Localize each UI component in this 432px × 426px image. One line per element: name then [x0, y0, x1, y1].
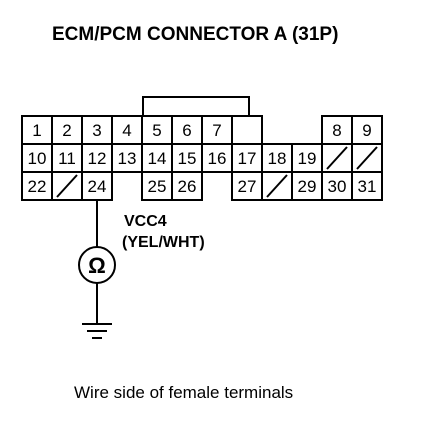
wire-color-label: (YEL/WHT)	[122, 234, 205, 251]
terminal-label: 14	[148, 149, 167, 168]
terminal-label: 4	[122, 121, 131, 140]
terminal-label: 5	[152, 121, 161, 140]
unused-terminal-slash	[326, 146, 348, 170]
terminal-cell	[351, 171, 383, 201]
terminal-cell	[231, 143, 263, 173]
terminal-label: 24	[88, 177, 107, 196]
terminal-label: 2	[62, 121, 71, 140]
terminal-label: 30	[328, 177, 347, 196]
terminal-label: 1	[32, 121, 41, 140]
unused-terminal-slashes-row-2	[326, 146, 378, 170]
ohm-symbol: Ω	[88, 253, 106, 278]
terminal-label: 10	[28, 149, 47, 168]
terminal-label: 29	[298, 177, 317, 196]
connector-lock-tab	[142, 96, 250, 116]
terminal-label: 7	[212, 121, 221, 140]
unused-terminal-slashes-row-3	[56, 174, 288, 198]
diagram-title: ECM/PCM CONNECTOR A (31P)	[52, 24, 338, 45]
terminal-cell	[171, 171, 203, 201]
terminal-label: 15	[178, 149, 197, 168]
terminal-label: 31	[358, 177, 377, 196]
unused-terminal-slash	[266, 174, 288, 198]
terminal-cell	[321, 171, 353, 201]
wire-signal-label: VCC4	[124, 213, 167, 230]
terminal-row-1	[21, 115, 383, 145]
terminal-label: 22	[28, 177, 47, 196]
terminal-label: 25	[148, 177, 167, 196]
terminal-cell	[321, 115, 353, 145]
terminal-row-2	[21, 143, 383, 173]
terminal-label: 19	[298, 149, 317, 168]
diagram-caption: Wire side of female terminals	[74, 383, 293, 402]
terminal-label: 27	[238, 177, 257, 196]
terminal-label: 13	[118, 149, 137, 168]
terminal-label: 6	[182, 121, 191, 140]
terminal-cell	[231, 115, 263, 145]
terminal-cell	[201, 143, 233, 173]
terminal-label: 12	[88, 149, 107, 168]
terminal-label: 26	[178, 177, 197, 196]
terminal-label: 16	[208, 149, 227, 168]
terminal-cell	[291, 143, 323, 173]
terminal-cell	[231, 171, 263, 201]
unused-terminal-slash	[56, 174, 78, 198]
terminal-label: 9	[362, 121, 371, 140]
terminal-label: 18	[268, 149, 287, 168]
terminal-row-3	[21, 171, 383, 201]
terminal-cell	[21, 171, 53, 201]
ground-icon	[82, 323, 112, 339]
terminal-label: 8	[332, 121, 341, 140]
terminal-label: 3	[92, 121, 101, 140]
terminal-label: 11	[58, 149, 76, 168]
terminal-label: 17	[238, 149, 257, 168]
terminal-cell	[21, 143, 53, 173]
unused-terminal-slash	[356, 146, 378, 170]
